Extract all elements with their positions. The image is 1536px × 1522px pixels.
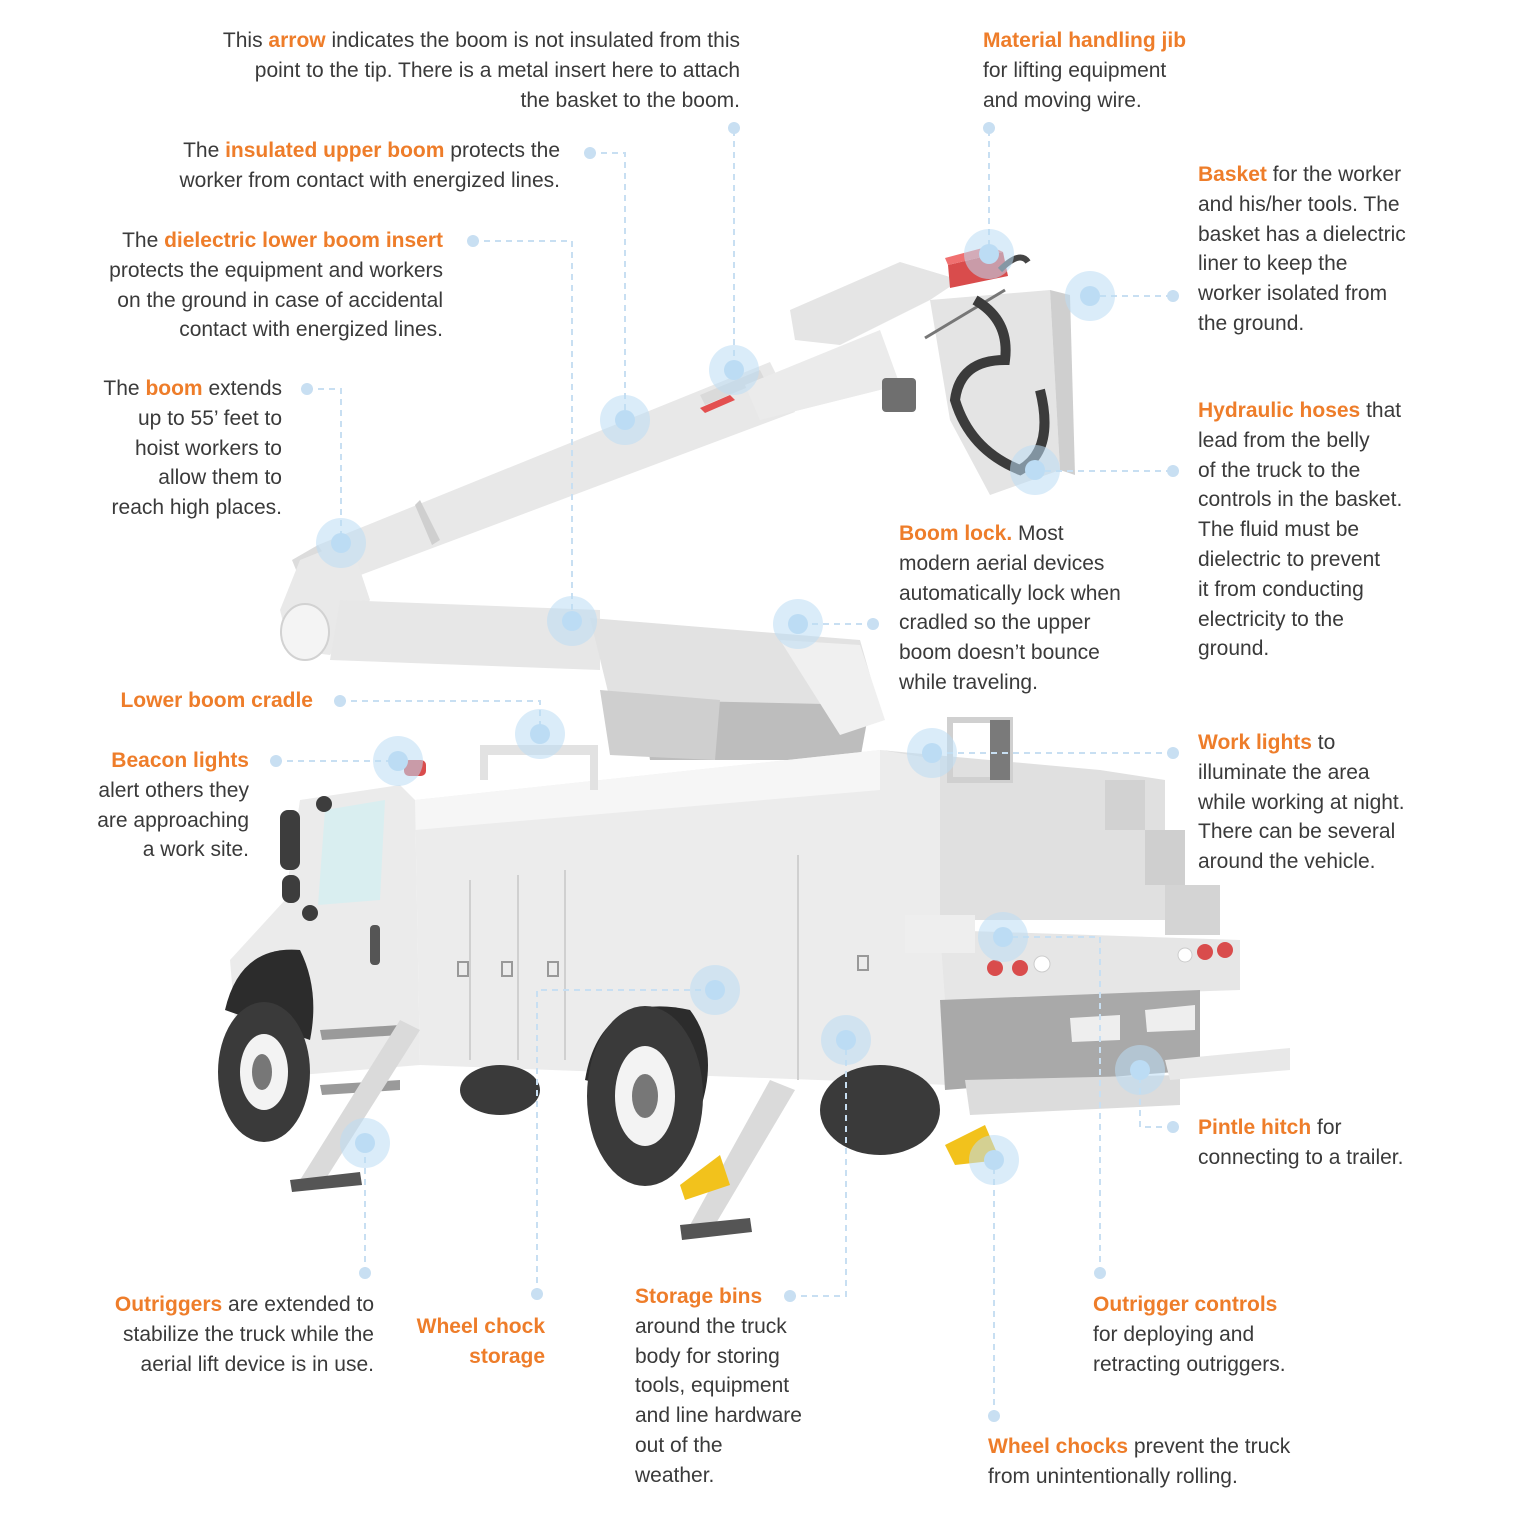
label-boom: The boom extends up to 55’ feet to hoist… [103,377,282,520]
truck-body [415,717,1290,1115]
hotspot-boom-lock [773,599,823,649]
hotspot-arrow [709,345,759,395]
leader-end-dots [270,122,1179,1422]
label-basket: Basket for the worker and his/her tools.… [1198,163,1406,335]
label-dielectric-lower-boom-insert: The dielectric lower boom insert protect… [109,229,443,342]
hotspot-storage-bins [821,1015,871,1065]
hotspot-basket [1065,271,1115,321]
hotspot-wheel-chocks [969,1135,1019,1185]
hotspot-work-lights [907,728,957,778]
label-lower-boom-cradle: Lower boom cradle [120,689,313,712]
hotspot-outrigger-controls [978,912,1028,962]
hotspot-beacon [373,736,423,786]
hotspot-insulated-upper-boom [600,395,650,445]
hotspot-hoses [1010,445,1060,495]
label-outriggers: Outriggers are extended to stabilize the… [114,1293,374,1376]
label-beacon-lights: Beacon lights alert others they are appr… [97,749,249,862]
wheels [218,949,940,1186]
hotspot-jib [964,229,1014,279]
label-storage-bins: Storage bins around the truck body for s… [635,1285,802,1487]
hotspot-chock-storage [690,965,740,1015]
hotspot-boom [316,518,366,568]
callout-hotspots [316,229,1165,1185]
label-outrigger-controls: Outrigger controls for deploying and ret… [1093,1293,1286,1376]
label-boom-lock: Boom lock. Most modern aerial devices au… [899,522,1121,694]
label-insulated-upper-boom: The insulated upper boom protects the wo… [179,139,561,192]
label-material-handling-jib: Material handling jib for lifting equipm… [983,29,1187,112]
label-wheel-chocks: Wheel chocks prevent the truck from unin… [988,1435,1291,1488]
label-hydraulic-hoses: Hydraulic hoses that lead from the belly… [1198,399,1403,661]
label-work-lights: Work lights to illuminate the area while… [1198,731,1405,874]
hotspot-outriggers [340,1118,390,1168]
hotspot-pintle [1115,1045,1165,1095]
label-wheel-chock-storage: Wheel chock storage [416,1315,545,1368]
label-pintle-hitch: Pintle hitch for connecting to a trailer… [1198,1116,1404,1169]
upper-boom [292,362,795,610]
hotspot-dielectric-insert [547,596,597,646]
label-arrow: This arrow indicates the boom is not ins… [222,29,740,112]
hotspot-cradle [515,709,565,759]
